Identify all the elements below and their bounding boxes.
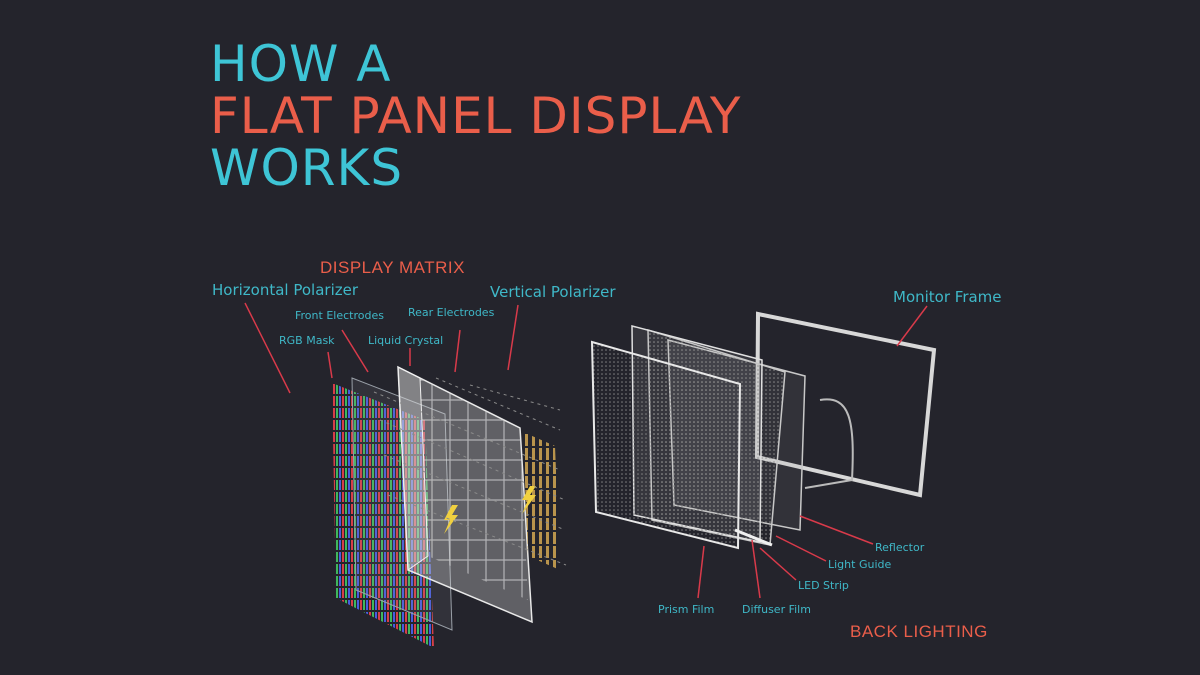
label-rear-electrodes: Rear Electrodes [408, 306, 495, 319]
title-line-2: FLAT PANEL DISPLAY [210, 87, 742, 145]
display-matrix-group [332, 365, 567, 648]
label-horizontal-polarizer: Horizontal Polarizer [212, 281, 359, 299]
leader-lines [244, 302, 928, 599]
label-prism-film: Prism Film [658, 603, 715, 616]
label-rgb-mask: RGB Mask [279, 334, 335, 347]
lightning-bolt-icon [522, 486, 536, 514]
title-line-3: WORKS [210, 139, 404, 197]
label-monitor-frame: Monitor Frame [893, 288, 1002, 306]
label-reflector: Reflector [875, 541, 925, 554]
page-title: HOW A FLAT PANEL DISPLAY WORKS [210, 38, 741, 194]
prism-film-layer [590, 340, 742, 550]
monitor-stand [804, 398, 854, 489]
display-matrix-heading: DISPLAY MATRIX [320, 258, 465, 277]
label-led-strip: LED Strip [798, 579, 849, 592]
liquid-crystal-grid [420, 378, 528, 600]
label-front-electrodes: Front Electrodes [295, 309, 384, 322]
label-light-guide: Light Guide [828, 558, 892, 571]
back-lighting-heading: BACK LIGHTING [850, 622, 988, 641]
label-diffuser-film: Diffuser Film [742, 603, 811, 616]
title-line-1: HOW A [210, 35, 392, 93]
rgb-mask-layer [332, 383, 434, 648]
liquid-crystal-front [397, 366, 429, 571]
lightning-bolt-icon [444, 505, 458, 534]
label-vertical-polarizer: Vertical Polarizer [490, 283, 616, 301]
label-liquid-crystal: Liquid Crystal [368, 334, 444, 347]
led-strip [734, 528, 773, 547]
back-lighting-group [590, 311, 937, 550]
